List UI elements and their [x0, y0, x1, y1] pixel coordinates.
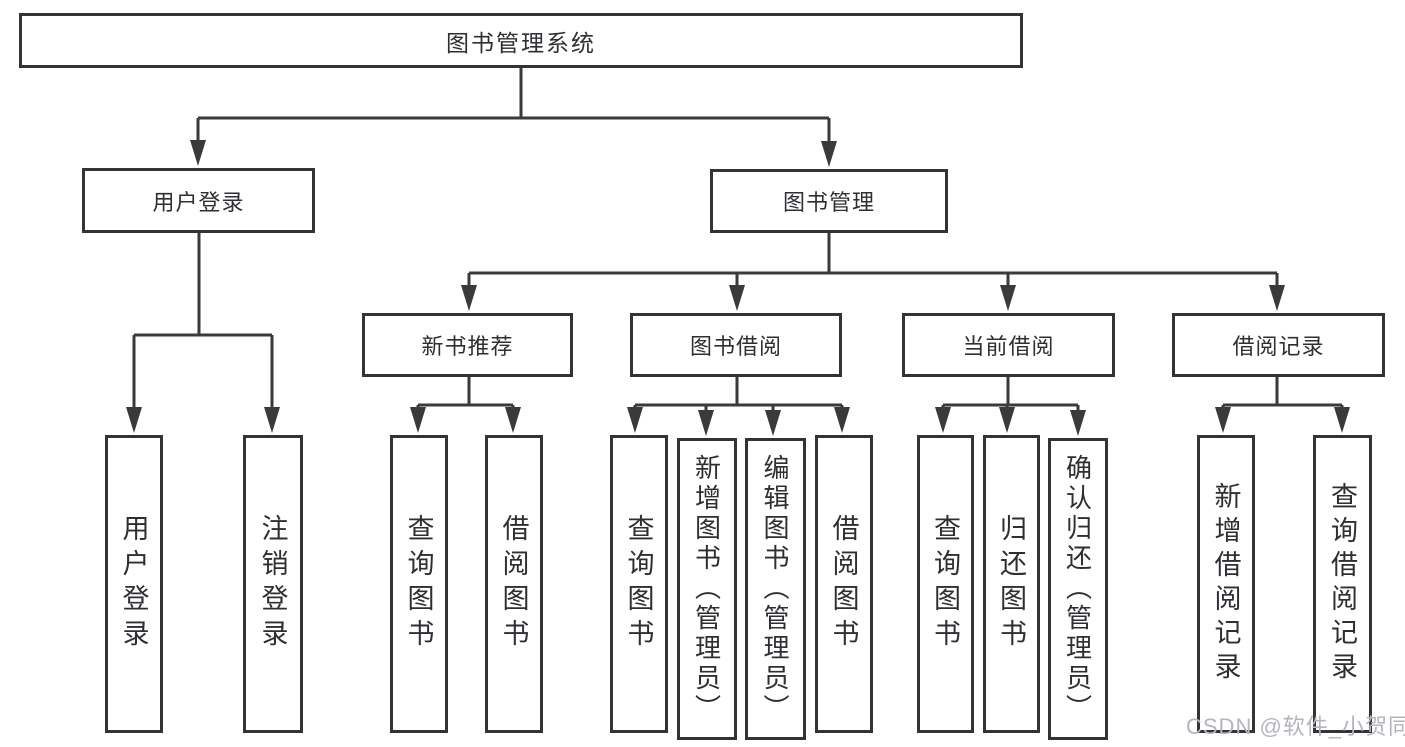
node-label: 当前借阅: [962, 334, 1055, 359]
arrowhead-icon: [1215, 407, 1231, 433]
leaf-return-books: 归还图书: [983, 435, 1040, 733]
csdn-watermark: CSDN @软件_小贺同学: [1186, 714, 1405, 739]
arrowhead-icon: [505, 407, 521, 433]
leaf-query-books-3: 查询图书: [917, 435, 974, 733]
leaf-query-borrow-record: 查询借阅记录: [1313, 435, 1372, 733]
node-label: 注销登录: [257, 514, 288, 654]
node-library-management-system: 图书管理系统: [19, 13, 1023, 68]
arrowhead-icon: [698, 410, 714, 436]
node-label: 查询借阅记录: [1327, 482, 1357, 686]
node-label: 借阅记录: [1232, 334, 1325, 359]
node-label: 用户登录: [118, 514, 149, 654]
node-label: 图书管理系统: [446, 29, 596, 56]
node-label: 借阅图书: [828, 514, 859, 654]
arrowhead-icon: [190, 140, 206, 166]
leaf-edit-books-admin: 编辑图书（管理员）: [745, 438, 806, 740]
node-label: 归还图书: [996, 514, 1026, 654]
arrowhead-icon: [410, 407, 426, 433]
node-label: 查询图书: [930, 514, 960, 654]
arrowhead-icon: [627, 407, 643, 433]
leaf-query-books-1: 查询图书: [390, 435, 448, 733]
arrowhead-icon: [1269, 285, 1285, 311]
arrowhead-icon: [821, 141, 837, 167]
node-user-login: 用户登录: [82, 168, 315, 233]
arrowhead-icon: [1334, 407, 1350, 433]
node-label: 新增图书（管理员）: [691, 454, 722, 724]
leaf-borrow-books-2: 借阅图书: [815, 435, 873, 733]
arrowhead-icon: [999, 407, 1015, 433]
leaf-add-borrow-record: 新增借阅记录: [1197, 435, 1255, 733]
leaf-borrow-books-1: 借阅图书: [485, 435, 543, 733]
node-label: 用户登录: [152, 189, 245, 215]
arrowhead-icon: [935, 407, 951, 433]
node-label: 新书推荐: [421, 334, 514, 359]
node-borrowing-records: 借阅记录: [1172, 313, 1385, 377]
node-label: 编辑图书（管理员）: [760, 454, 790, 724]
arrowhead-icon: [461, 285, 477, 311]
leaf-logout: 注销登录: [243, 435, 303, 733]
arrowhead-icon: [729, 285, 745, 311]
leaf-user-login: 用户登录: [105, 435, 163, 733]
arrowhead-icon: [765, 410, 781, 436]
node-label: 图书管理: [782, 190, 875, 215]
arrowhead-icon: [264, 407, 280, 433]
node-label: 图书借阅: [689, 334, 782, 359]
node-label: 确认归还（管理员）: [1062, 454, 1093, 724]
node-new-book-recommend: 新书推荐: [362, 313, 573, 377]
node-label: 查询图书: [403, 514, 434, 654]
node-label: 查询图书: [623, 514, 654, 654]
node-book-borrowing: 图书借阅: [630, 313, 842, 377]
arrowhead-icon: [834, 407, 850, 433]
node-label: 新增借阅记录: [1210, 482, 1241, 686]
leaf-query-books-2: 查询图书: [610, 435, 668, 733]
arrowhead-icon: [126, 407, 142, 433]
node-book-management: 图书管理: [710, 169, 948, 233]
arrowhead-icon: [1070, 410, 1086, 436]
arrowhead-icon: [1000, 285, 1016, 311]
leaf-confirm-return-admin: 确认归还（管理员）: [1048, 438, 1108, 740]
node-label: 借阅图书: [498, 514, 529, 654]
leaf-add-books-admin: 新增图书（管理员）: [677, 438, 737, 740]
node-current-borrowing: 当前借阅: [902, 313, 1115, 377]
